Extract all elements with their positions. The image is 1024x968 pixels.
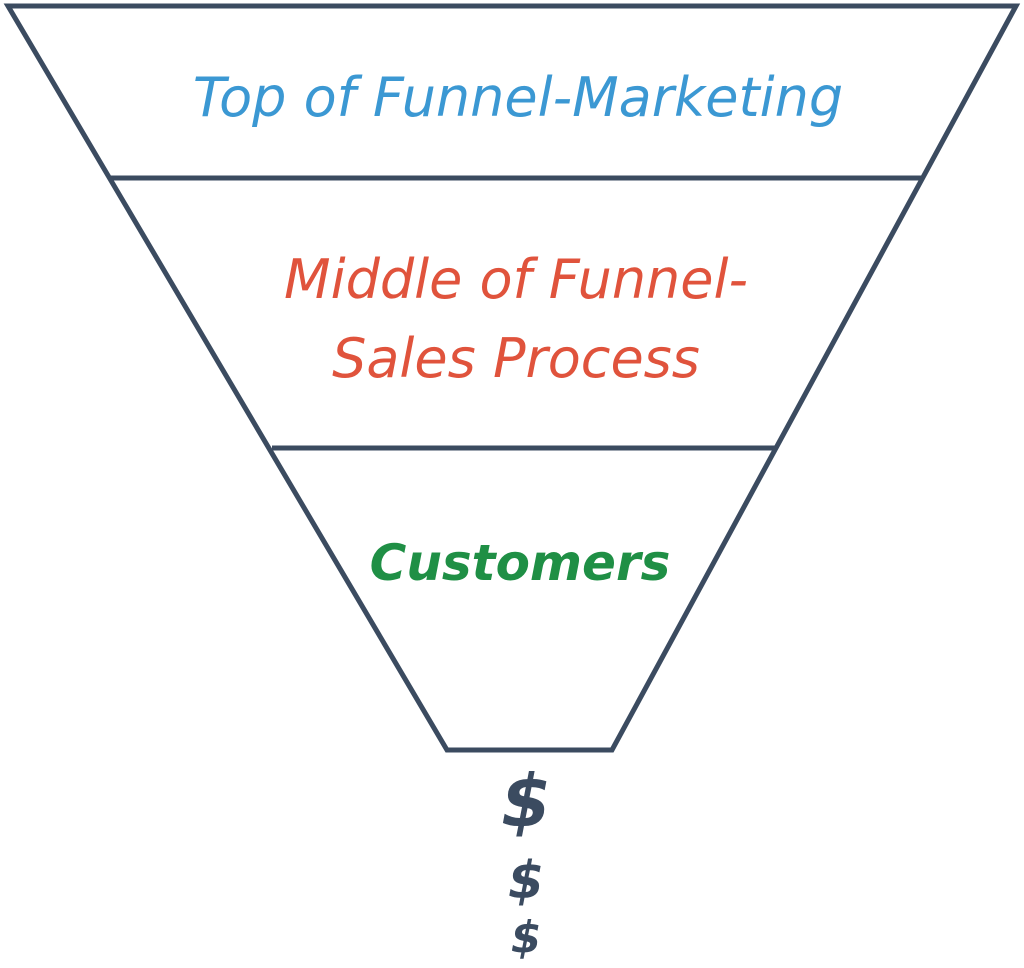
stage-top-label: Top of Funnel-Marketing	[193, 66, 843, 129]
dollar-sign-medium: $	[508, 851, 544, 911]
dollar-sign-large: $	[501, 759, 551, 843]
funnel-stage-middle: Middle of Funnel- Sales Process	[284, 248, 748, 390]
stage-middle-label-line2: Sales Process	[332, 327, 700, 390]
dollar-sign-small: $	[511, 912, 542, 963]
stage-middle-label-line1: Middle of Funnel-	[284, 248, 748, 311]
stage-bottom-label: Customers	[370, 534, 671, 592]
funnel-stage-top: Top of Funnel-Marketing	[193, 66, 843, 129]
funnel-output: $ $ $	[501, 759, 551, 963]
funnel-outline	[3, 3, 1021, 753]
funnel-stage-bottom: Customers	[370, 534, 671, 592]
